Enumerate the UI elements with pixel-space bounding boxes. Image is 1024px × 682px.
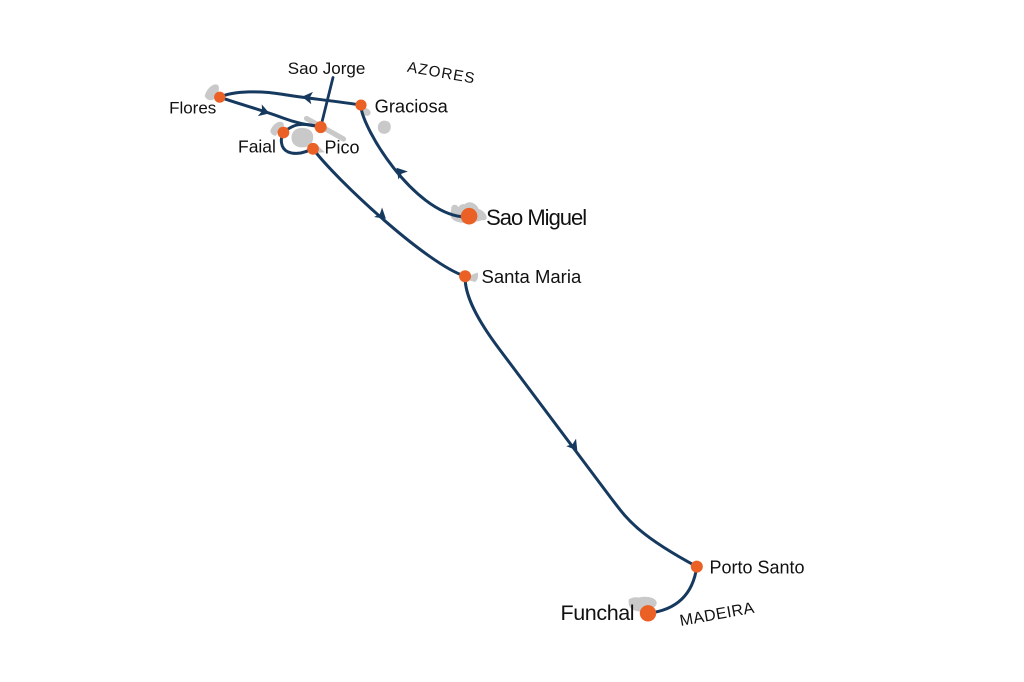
svg-text:Funchal: Funchal [561, 601, 635, 625]
svg-text:Porto Santo: Porto Santo [710, 558, 805, 578]
svg-text:Sao Miguel: Sao Miguel [486, 205, 586, 230]
svg-text:Flores: Flores [169, 98, 216, 117]
svg-text:Sao Jorge: Sao Jorge [288, 59, 366, 78]
svg-text:Graciosa: Graciosa [375, 95, 449, 116]
svg-text:Santa Maria: Santa Maria [482, 266, 582, 287]
svg-text:Pico: Pico [325, 137, 360, 157]
svg-text:Faial: Faial [238, 137, 276, 157]
